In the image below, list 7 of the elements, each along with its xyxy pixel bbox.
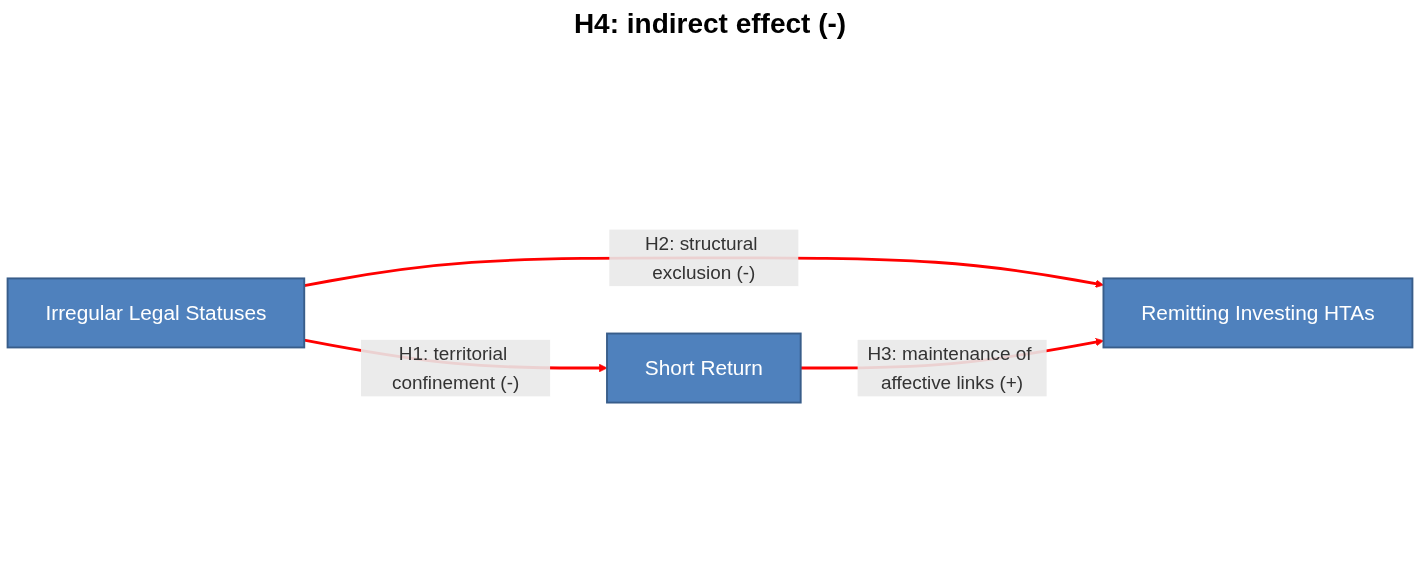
edge-label: H2: structural exclusion (-)	[644, 233, 758, 283]
node-box: Irregular Legal Statuses	[6, 277, 306, 349]
edge-label: H1: territorial confinement (-)	[392, 343, 520, 393]
node-box: Short Return	[606, 332, 802, 404]
edge-label: H3: maintenance of affective links (+)	[867, 343, 1032, 393]
hypothesis-label: H4: indirect effect (-)	[573, 8, 847, 39]
node-box: Remitting Investing HTAs	[1102, 277, 1414, 349]
